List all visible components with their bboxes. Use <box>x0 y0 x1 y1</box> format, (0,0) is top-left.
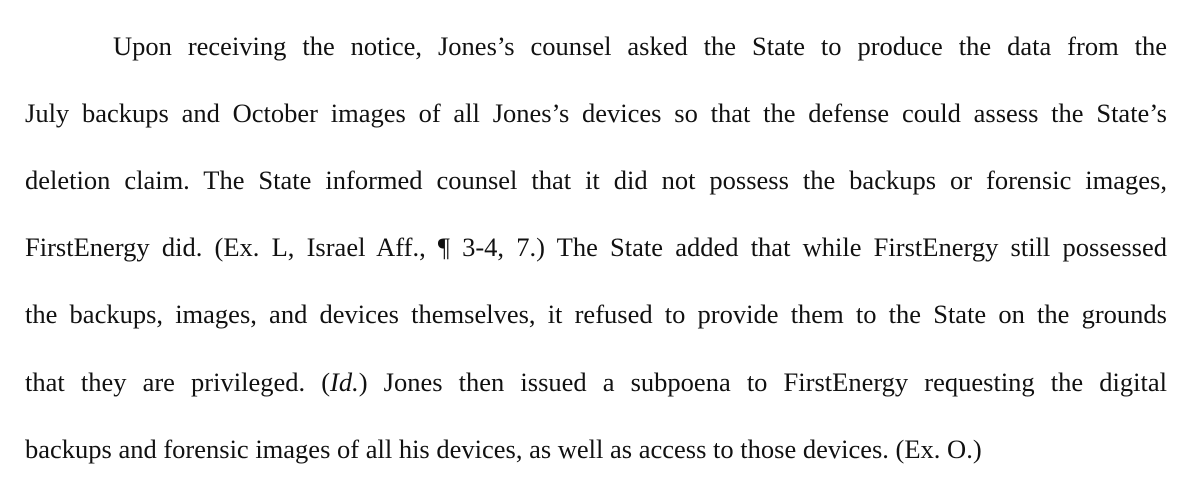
paragraph-line-4: FirstEnergy did. (Ex. L, Israel Aff., ¶ … <box>25 232 1167 262</box>
id-citation: Id. <box>330 367 359 397</box>
paragraph-line-7: backups and forensic images of all his d… <box>25 434 982 464</box>
paragraph-line-1: Upon receiving the notice, Jones’s couns… <box>113 31 1167 61</box>
paragraph-line-3: deletion claim. The State informed couns… <box>25 165 1167 195</box>
line-6-text-after: ) Jones then issued a subpoena to FirstE… <box>358 367 1167 397</box>
paragraph-line-2: July backups and October images of all J… <box>25 98 1167 128</box>
paragraph-line-5: the backups, images, and devices themsel… <box>25 299 1167 329</box>
paragraph-line-6: that they are privileged. (Id.) Jones th… <box>25 367 1167 397</box>
line-6-text-before: that they are privileged. ( <box>25 367 331 397</box>
